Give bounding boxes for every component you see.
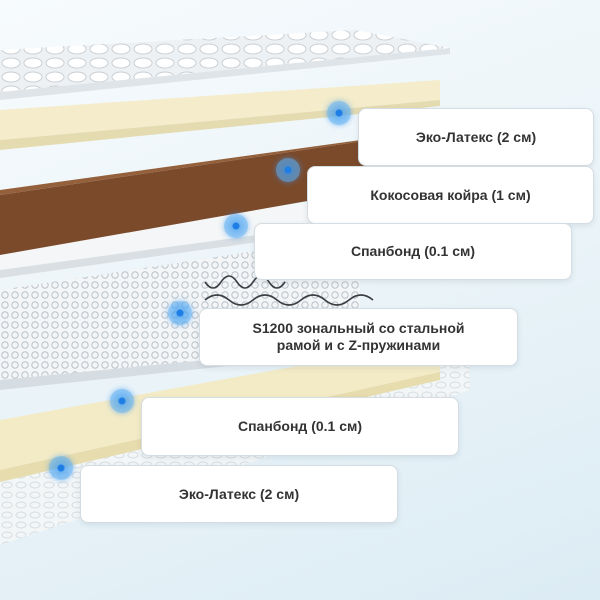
location-dot-icon: [110, 389, 134, 413]
location-dot-icon: [168, 301, 192, 325]
location-dot-icon: [327, 101, 351, 125]
location-dot-icon: [49, 456, 73, 480]
quilted-cover-layer: [0, 30, 450, 92]
layer-label-eco-latex-top: Эко-Латекс (2 см): [358, 108, 594, 166]
layer-label-eco-latex-bottom: Эко-Латекс (2 см): [80, 465, 398, 523]
layer-label-spunbond-bottom: Спанбонд (0.1 см): [141, 397, 459, 456]
layer-label-spring-block: S1200 зональный со стальной рамой и с Z-…: [199, 308, 518, 366]
location-dot-icon: [276, 158, 300, 182]
location-dot-icon: [224, 214, 248, 238]
layer-label-coconut-coir: Кокосовая койра (1 см): [307, 166, 594, 224]
layer-label-spunbond-top: Спанбонд (0.1 см): [254, 223, 572, 280]
